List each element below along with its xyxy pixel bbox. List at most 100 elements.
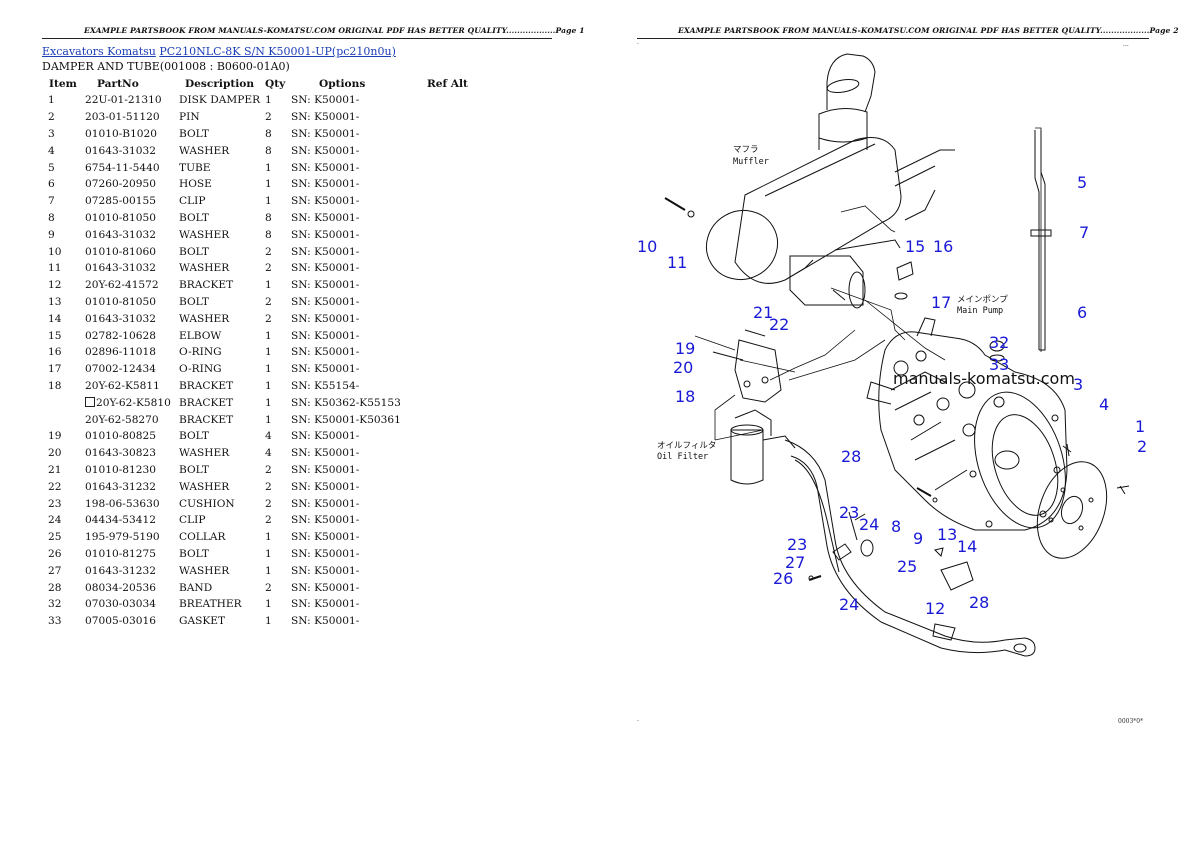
cell-options: SN: K50001- [291,547,360,560]
cell-item: 11 [48,262,62,275]
cell-partno: 08034-20536 [85,581,156,594]
cell-partno: 6754-11-5440 [85,161,160,174]
cell-item: 2 [48,111,55,124]
cell-options: SN: K50001- [291,598,360,611]
cell-item: 22 [48,480,62,493]
muffler-label-jp: マフラ [733,145,759,155]
cell-description: BOLT [179,463,209,476]
cell-ref-alt [427,294,477,311]
cell-partno: 203-01-51120 [85,111,160,124]
cell-description: BREATHER [179,598,242,611]
callout-number: 33 [989,355,1009,374]
cell-options: SN: K50001- [291,531,360,544]
callout-number: 11 [667,253,687,272]
column-header-options: Options [319,78,366,90]
page-header: EXAMPLE PARTSBOOK FROM MANUALS-KOMATSU.C… [678,26,1179,35]
cell-qty: 8 [265,211,272,224]
cell-partno: 20Y-62-41572 [85,279,159,292]
cell-qty: 1 [265,178,272,191]
callout-number: 13 [937,525,957,544]
callout-number: 26 [773,569,793,588]
cell-description: COLLAR [179,531,226,544]
cell-ref-alt [427,226,477,243]
cell-qty: 1 [265,161,272,174]
cell-options: SN: K50001- [291,295,360,308]
cell-options: SN: K50001- [291,615,360,628]
cell-description: DISK DAMPER [179,94,261,107]
cell-partno: 20Y-62-K5811 [85,379,160,392]
cell-description: BRACKET [179,379,234,392]
cell-description: BRACKET [179,413,234,426]
cell-qty: 2 [265,111,272,124]
breadcrumb-link-category[interactable]: Excavators Komatsu [42,45,156,58]
cell-description: O-RING [179,363,222,376]
oil-filter-label-en: Oil Filter [657,452,708,462]
cell-item: 15 [48,329,62,342]
bracket-18-drawing [712,329,782,403]
cell-partno: 04434-53412 [85,514,156,527]
cell-options: SN: K50001- [291,144,360,157]
cell-qty: 4 [265,430,272,443]
breadcrumb-link-model[interactable]: PC210NLC-8K S/N K50001-UP(pc210n0u) [159,45,396,58]
cell-item: 24 [48,514,62,527]
cell-partno: 01643-31032 [85,312,156,325]
header-divider [637,38,1149,39]
cell-partno: 01643-31232 [85,564,156,577]
cell-qty: 1 [265,379,272,392]
page-header: EXAMPLE PARTSBOOK FROM MANUALS-KOMATSU.C… [84,26,585,35]
callout-number: 25 [897,557,917,576]
cell-options: SN: K50001- [291,480,360,493]
cell-ref-alt [427,546,477,563]
table-header-row: Item PartNo Description Qty Options Ref … [42,76,477,92]
cell-description: BRACKET [179,279,234,292]
cell-ref-alt [427,344,477,361]
cell-options: SN: K50001- [291,211,360,224]
cell-item: 26 [48,547,62,560]
cell-item: 19 [48,430,62,443]
cell-qty: 2 [265,581,272,594]
cell-partno: 01010-81230 [85,463,156,476]
cell-qty: 2 [265,514,272,527]
leader-lines [694,127,1042,441]
alternate-checkbox-icon [85,396,95,407]
callout-number: 7 [1079,223,1089,242]
cell-partno: 01643-31032 [85,144,156,157]
cell-partno: 02896-11018 [85,346,156,359]
cell-qty: 2 [265,463,272,476]
cell-item: 7 [48,195,55,208]
callout-number: 9 [913,529,923,548]
cell-options: SN: K50001- [291,497,360,510]
column-header-item: Item [49,78,77,90]
cell-partno: 22U-01-21310 [85,94,162,107]
cell-description: GASKET [179,615,226,628]
callout-number: 6 [1077,303,1087,322]
cell-qty: 2 [265,497,272,510]
cell-options: SN: K50001- [291,245,360,258]
column-header-partno: PartNo [97,78,139,90]
cell-ref-alt [427,495,477,512]
cell-ref-alt [427,142,477,159]
cell-options: SN: K50001- [291,94,360,107]
cell-partno: 198-06-53630 [85,497,160,510]
cell-options: SN: K50001- [291,312,360,325]
callout-number: 4 [1099,395,1109,414]
watermark-text: manuals-komatsu.com [893,369,1075,388]
cell-qty: 2 [265,245,272,258]
partno-text: 20Y-62-K5810 [96,396,171,409]
cell-ref-alt [427,193,477,210]
callout-number: 12 [925,599,945,618]
damper-disk-drawing [1036,443,1130,559]
cell-partno: 01010-81275 [85,547,156,560]
exploded-parts-diagram: マフラ Muffler メインポンプ Main Pump オイルフィルタ Oil… [637,53,1147,657]
breadcrumb: Excavators Komatsu PC210NLC-8K S/N K5000… [42,45,396,58]
cell-description: BOLT [179,245,209,258]
cell-partno: 01010-81050 [85,295,156,308]
cell-partno: 01010-B1020 [85,127,158,140]
column-header-description: Description [185,78,255,90]
cell-ref-alt [427,210,477,227]
